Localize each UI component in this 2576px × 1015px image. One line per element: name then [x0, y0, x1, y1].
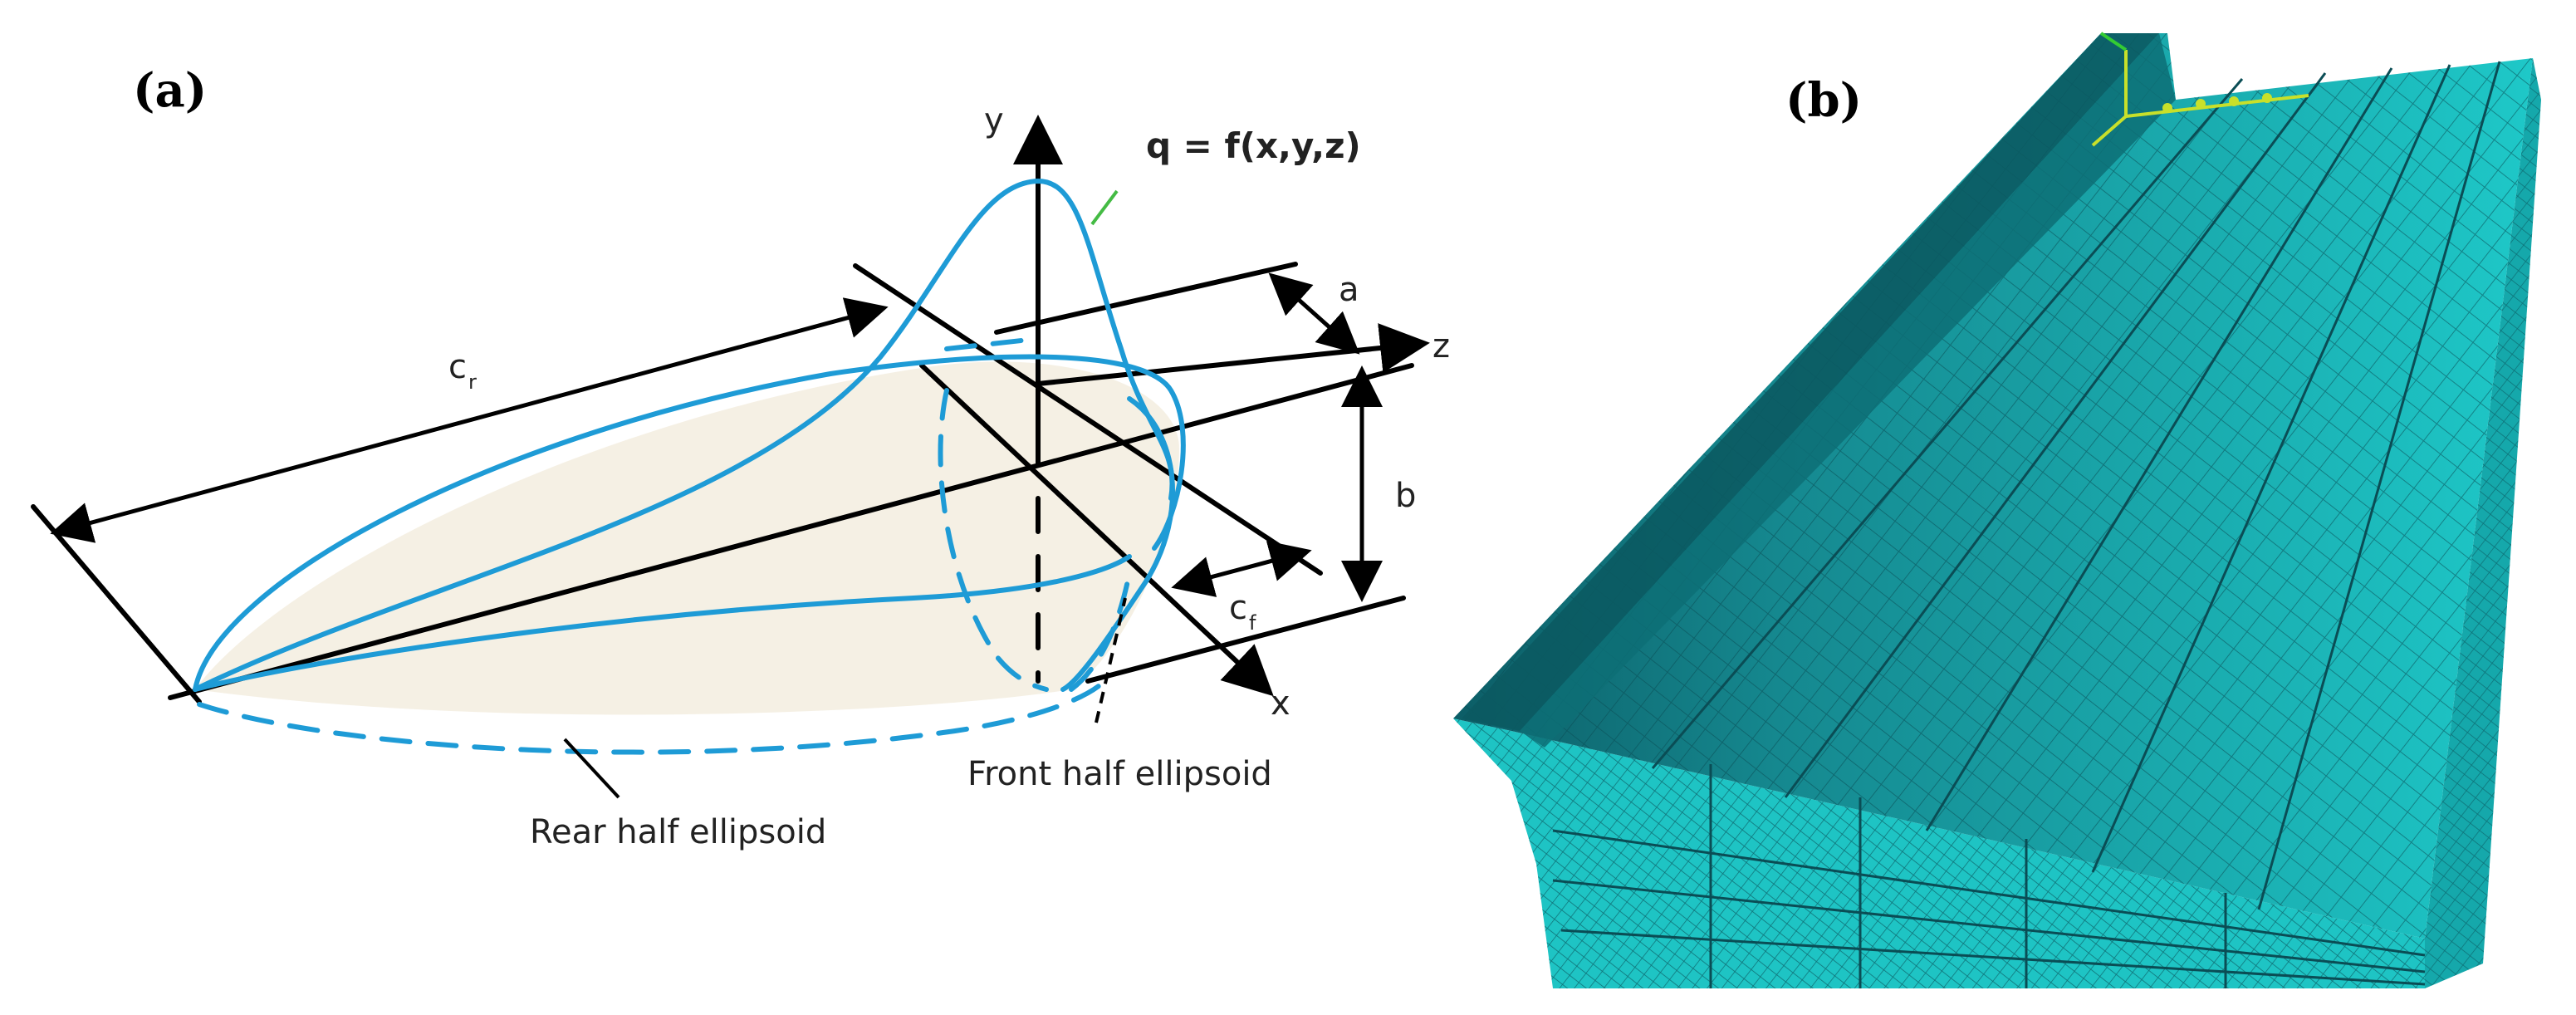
panel-b: (b)	[1453, 32, 2541, 988]
formula-leader	[1090, 189, 1119, 226]
panel-a-label: (a)	[133, 63, 207, 118]
front-ellipse-left-dashed	[938, 388, 1049, 692]
heat-distribution-curve	[193, 179, 1175, 692]
dim-cr-main: c	[448, 348, 467, 386]
front-label-leader	[1095, 597, 1127, 723]
rear-ellipse-lower	[193, 554, 1132, 692]
axis-z-label: z	[1432, 327, 1450, 365]
dim-cr-sub: r	[468, 370, 477, 394]
lower-reference-line	[1085, 596, 1406, 684]
dim-cr-arrow	[50, 297, 889, 543]
front-ellipse-lower-dashed	[1069, 571, 1132, 692]
front-face-grid	[1552, 764, 2426, 988]
rear-end-line	[31, 504, 202, 704]
dim-a-label: a	[1339, 271, 1359, 309]
front-half-ellipsoid-label: Front half ellipsoid	[967, 755, 1272, 793]
front-ellipse-right	[1060, 396, 1175, 692]
origin-cross-line	[853, 263, 1323, 576]
dim-cr-label: c r	[448, 348, 477, 394]
dim-cf-label: c f	[1229, 589, 1256, 635]
panel-a: (a)	[31, 63, 1450, 851]
rear-ellipse-dashed-bottom	[197, 679, 1107, 755]
dim-cf-sub: f	[1249, 611, 1256, 635]
axis-x-label: x	[1271, 684, 1290, 723]
dim-b-label: b	[1395, 477, 1416, 515]
weld-groove	[1462, 33, 2159, 731]
x-axis	[919, 363, 1274, 697]
coordinate-triad-icon	[2091, 32, 2309, 147]
formula-label: q = f(x,y,z)	[1146, 125, 1361, 166]
dim-cf-main: c	[1229, 589, 1247, 627]
upper-reference-line	[994, 262, 1298, 335]
axis-y-label: y	[984, 101, 1004, 140]
top-face-grid	[1651, 61, 2501, 910]
rear-half-ellipsoid-label: Rear half ellipsoid	[530, 813, 826, 851]
rear-ellipse-top	[193, 354, 1186, 692]
panel-b-label: (b)	[1785, 73, 1862, 128]
rear-label-leader	[563, 738, 620, 799]
dim-cf-arrow	[1171, 541, 1312, 597]
dim-a-arrow	[1268, 272, 1360, 355]
upper-dashed-segment	[944, 338, 1024, 351]
